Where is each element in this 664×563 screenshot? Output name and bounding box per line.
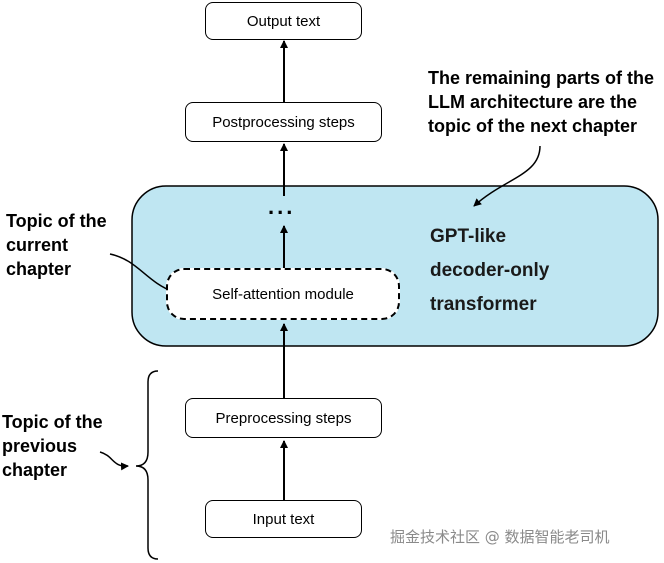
gpt-label-line-2: decoder-only — [430, 260, 550, 281]
transformer-block — [131, 185, 659, 347]
postprocessing-box: Postprocessing steps — [185, 102, 382, 142]
previous-chapter-line-3: chapter — [2, 460, 68, 480]
curve-previous-chapter — [99, 451, 129, 471]
input-text-box: Input text — [205, 500, 362, 538]
preprocessing-box: Preprocessing steps — [185, 398, 382, 438]
current-chapter-line-3: chapter — [6, 259, 72, 279]
next-chapter-line-2: LLM architecture are the — [428, 92, 638, 112]
gpt-label-line-3: transformer — [430, 294, 537, 315]
gpt-label-line-1: GPT-like — [430, 226, 507, 247]
current-chapter-line-1: Topic of the — [6, 211, 107, 231]
curve-next-chapter — [473, 145, 541, 207]
brace-previous-chapter — [135, 370, 159, 560]
gpt-transformer-label: GPT-like decoder-only transformer — [430, 220, 549, 322]
previous-chapter-line-1: Topic of the — [2, 412, 103, 432]
current-chapter-line-2: current — [6, 235, 69, 255]
previous-chapter-line-2: previous — [2, 436, 78, 456]
output-text-label: Output text — [246, 12, 321, 30]
next-chapter-line-3: topic of the next chapter — [428, 116, 638, 136]
output-text-box: Output text — [205, 2, 362, 40]
watermark: 掘金技术社区 @ 数据智能老司机 — [390, 528, 610, 546]
preprocessing-label: Preprocessing steps — [215, 409, 352, 427]
self-attention-label: Self-attention module — [212, 285, 354, 303]
self-attention-module-box: Self-attention module — [166, 268, 400, 320]
postprocessing-label: Postprocessing steps — [212, 113, 355, 131]
annotation-previous-chapter: Topic of the previous chapter — [2, 410, 103, 482]
input-text-label: Input text — [252, 510, 315, 528]
ellipsis-marker: ... — [268, 194, 296, 219]
next-chapter-line-1: The remaining parts of the — [428, 68, 655, 88]
annotation-next-chapter: The remaining parts of the LLM architect… — [428, 66, 654, 138]
annotation-current-chapter: Topic of the current chapter — [6, 209, 107, 281]
